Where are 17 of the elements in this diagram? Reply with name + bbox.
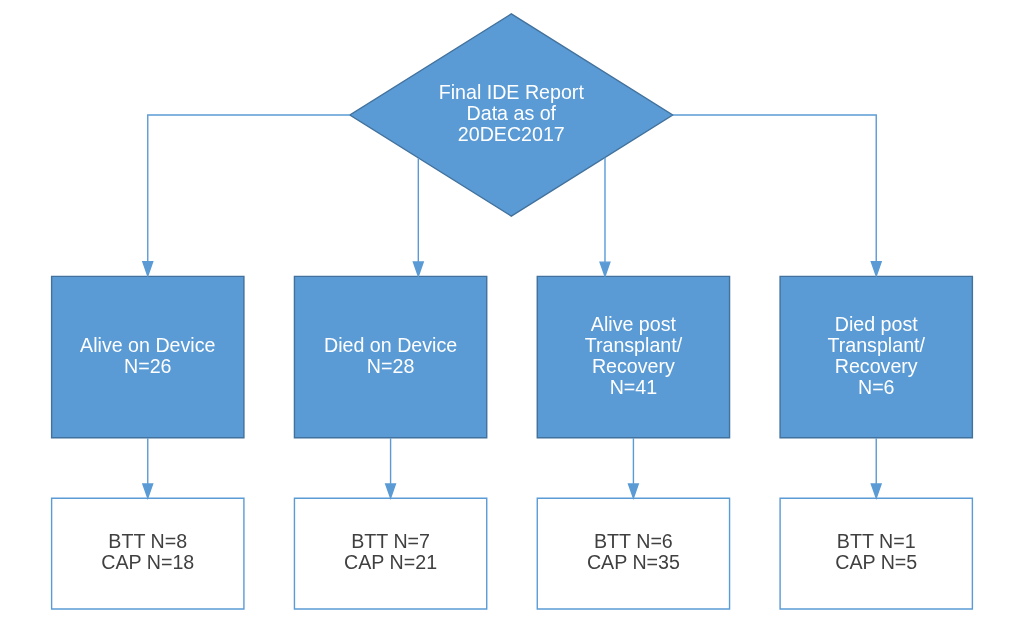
arrow — [384, 437, 397, 501]
node-box: BTT N=8 CAP N=18 — [50, 497, 245, 610]
arrow — [141, 114, 351, 278]
arrow — [599, 157, 611, 279]
node-box: Alive post Transplant/ Recovery N=41 — [536, 275, 731, 439]
node-diamond: Final IDE Report Data as of 20DEC2017 — [348, 13, 675, 217]
arrow — [627, 437, 640, 501]
arrow — [412, 157, 425, 279]
node-box: BTT N=7 CAP N=21 — [293, 497, 488, 610]
arrow — [672, 114, 883, 278]
node-box: Died post Transplant/ Recovery N=6 — [779, 275, 974, 439]
arrow — [141, 437, 154, 501]
arrow — [870, 437, 883, 501]
node-box: Died on Device N=28 — [293, 275, 488, 439]
node-box: Alive on Device N=26 — [50, 275, 245, 439]
node-box: BTT N=1 CAP N=5 — [779, 497, 974, 610]
node-box: BTT N=6 CAP N=35 — [536, 497, 731, 610]
